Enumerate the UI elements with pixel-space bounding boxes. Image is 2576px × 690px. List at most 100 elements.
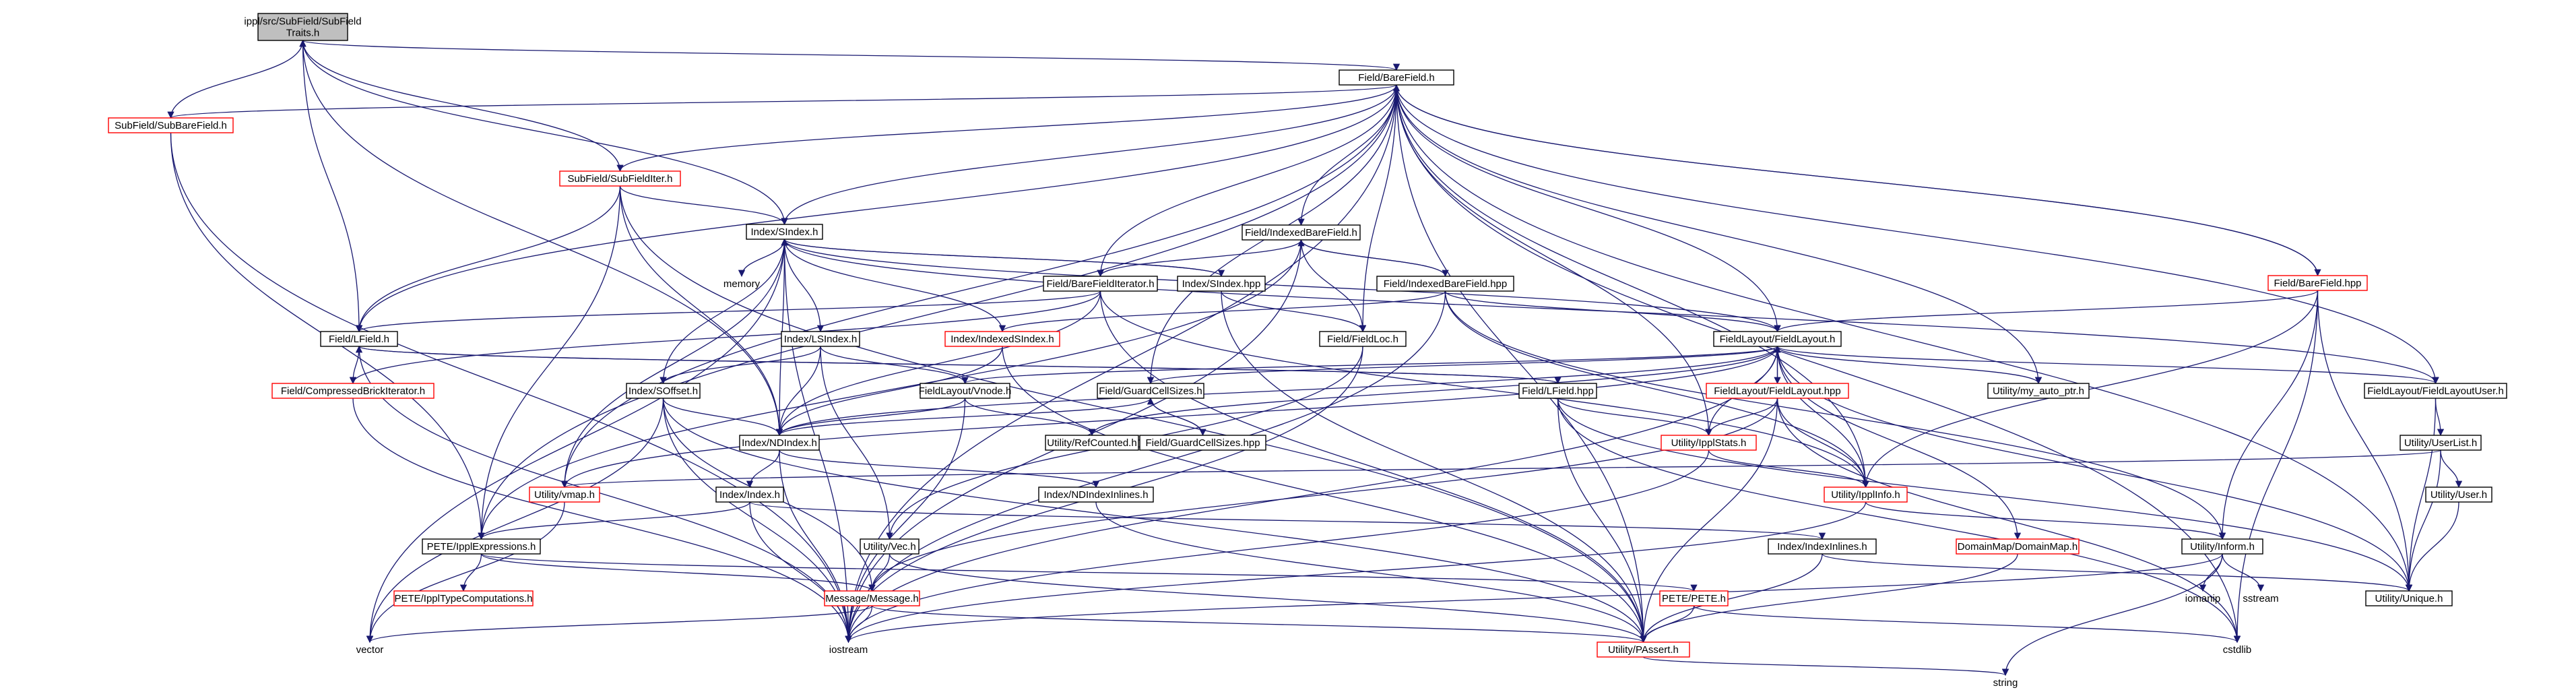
node-box [824, 590, 920, 606]
node-box [1713, 331, 1842, 347]
node-label: FieldLayout/FieldLayoutUser.h [2367, 385, 2504, 397]
edge-barefield_h-to-iostream [845, 84, 1397, 644]
node-box [739, 435, 820, 451]
edge-inform-to-iostream [845, 553, 2223, 644]
node-unique[interactable]: Utility/Unique.h [2365, 590, 2453, 606]
node-barefield-h[interactable]: Field/BareField.h [1339, 69, 1454, 86]
node-box [781, 331, 860, 347]
node-ippltypecomputations[interactable]: PETE/IpplTypeComputations.h [393, 590, 534, 606]
edge-pete-to-cstdlib [1693, 605, 2241, 644]
edge-lsindex-to-soffset [659, 346, 821, 385]
edge-ipplinfo-to-inform [1865, 501, 2226, 540]
node-indexinlines[interactable]: Index/IndexInlines.h [1768, 538, 1877, 555]
edge-fieldlayout_h-to-my_auto_ptr [1776, 346, 2042, 385]
edge-lfield_hpp-to-unique [1557, 398, 2413, 592]
edge-userlist-to-vmap [561, 449, 2441, 489]
node-box [1319, 331, 1407, 347]
node-sindex-h[interactable]: Index/SIndex.h [746, 224, 823, 240]
node-box [1824, 487, 1908, 503]
node-lsindex[interactable]: Index/LSIndex.h [781, 331, 860, 347]
node-label: Field/FieldLoc.h [1327, 334, 1398, 345]
node-fieldlayout-hpp[interactable]: FieldLayout/FieldLayout.hpp [1706, 383, 1849, 399]
edge-message-to-iostream [845, 605, 873, 644]
node-barefielditerator[interactable]: Field/BareFieldIterator.h [1043, 276, 1158, 292]
node-soffset[interactable]: Index/SOffset.h [626, 383, 701, 399]
node-box [1043, 276, 1158, 292]
node-box [1659, 590, 1729, 606]
node-indexedbarefield-h[interactable]: Field/IndexedBareField.h [1242, 224, 1361, 241]
node-barefieldhpp[interactable]: Field/BareField.hpp [2267, 275, 2368, 291]
node-fieldlayout-h[interactable]: FieldLayout/FieldLayout.h [1713, 331, 1842, 347]
node-fieldlayoutuser[interactable]: FieldLayout/FieldLayoutUser.h [2364, 383, 2507, 399]
edge-fieldlayout_h-to-fieldlayoutuser [1776, 346, 2439, 385]
node-fieldloc[interactable]: Field/FieldLoc.h [1319, 331, 1407, 347]
node-compressedbrick[interactable]: Field/CompressedBrickIterator.h [271, 383, 434, 399]
edge-barefield_h-to-subbarefield [168, 84, 1397, 119]
node-my-auto-ptr[interactable]: Utility/my_auto_ptr.h [1987, 383, 2090, 399]
node-vmap[interactable]: Utility/vmap.h [529, 487, 600, 503]
node-vec-h[interactable]: Utility/Vec.h [860, 538, 920, 555]
node-message[interactable]: Message/Message.h [824, 590, 920, 606]
node-pete[interactable]: PETE/PETE.h [1659, 590, 1729, 606]
node-index-h[interactable]: Index/Index.h [715, 487, 784, 503]
edge-barefield_h-to-unique [1396, 84, 2413, 592]
node-lfield-h[interactable]: Field/LField.h [320, 331, 398, 347]
node-vnode[interactable]: FieldLayout/Vnode.h [919, 383, 1012, 399]
node-inform[interactable]: Utility/Inform.h [2181, 538, 2263, 555]
edge-indexedbarefield_hpp-to-fieldlayout_h [1444, 290, 1781, 333]
edge-message-to-vector [366, 605, 873, 644]
edge-fieldlayout_h-to-guardcellsizes_h [1147, 346, 1778, 385]
edge-barefieldhpp-to-inform [2218, 290, 2319, 540]
edge-barefielditerator-to-passert [1099, 290, 1647, 644]
edge-subfielditer-to-ndindex_h [619, 185, 783, 437]
edge-root-to-lfield_h [302, 40, 363, 333]
edge-fieldlayoutuser-to-userlist [2435, 398, 2445, 437]
node-box [2267, 275, 2368, 291]
node-iostream[interactable]: iostream [829, 644, 868, 656]
node-indexedbarefield-hpp[interactable]: Field/IndexedBareField.hpp [1376, 276, 1514, 292]
node-user-h[interactable]: Utility/User.h [2425, 487, 2492, 503]
edge-subfielditer-to-lfield_h [355, 185, 621, 333]
edge-indexedbarefield_hpp-to-indexedsindex [999, 290, 1446, 333]
edge-soffset-to-iostream [662, 398, 852, 644]
edge-userlist-to-unique [2405, 449, 2441, 592]
node-sindex-hpp[interactable]: Index/SIndex.hpp [1177, 276, 1266, 292]
node-ipplexpressions[interactable]: PETE/IpplExpressions.h [422, 538, 541, 555]
node-domainmap[interactable]: DomainMap/DomainMap.h [1956, 538, 2080, 555]
node-cstdlib[interactable]: cstdlib [2223, 644, 2252, 656]
node-ipplstats[interactable]: Utility/IpplStats.h [1661, 435, 1757, 451]
edge-lfield_hpp-to-lfield_h [356, 345, 1559, 384]
node-sstream[interactable]: sstream [2243, 593, 2278, 604]
node-userlist[interactable]: Utility/UserList.h [2400, 435, 2482, 451]
node-box [1706, 383, 1849, 399]
node-subfielditer[interactable]: SubField/SubFieldIter.h [559, 170, 681, 187]
node-indexedsindex[interactable]: Index/IndexedSIndex.h [944, 331, 1060, 347]
node-passert[interactable]: Utility/PAssert.h [1597, 641, 1690, 658]
node-lfield-hpp[interactable]: Field/LField.hpp [1518, 383, 1597, 399]
edge-barefielditerator-to-lfield_h [356, 290, 1101, 333]
node-box [1339, 69, 1454, 86]
node-vector[interactable]: vector [356, 644, 384, 656]
node-guardcellsizes-hpp[interactable]: Field/GuardCellSizes.hpp [1139, 435, 1266, 451]
edge-ipplexpressions-to-message [480, 553, 876, 592]
edge-sindex_hpp-to-sindex_h [781, 238, 1222, 277]
node-label: Index/IndexedSIndex.h [951, 334, 1054, 345]
node-refcounted[interactable]: Utility/RefCounted.h [1045, 435, 1139, 451]
node-iomanip[interactable]: iomanip [2185, 593, 2221, 604]
node-guardcellsizes-h[interactable]: Field/GuardCellSizes.h [1097, 383, 1204, 399]
node-ipplinfo[interactable]: Utility/IpplInfo.h [1824, 487, 1908, 503]
node-ndindex-h[interactable]: Index/NDIndex.h [739, 435, 820, 451]
node-label: Utility/User.h [2430, 489, 2487, 501]
node-subbarefield[interactable]: SubField/SubBareField.h [108, 117, 234, 133]
edge-fieldlayout_h-to-ndindex_h [776, 346, 1778, 437]
node-box [393, 590, 534, 606]
edge-ipplinfo-to-iostream [845, 501, 1867, 644]
edge-barefield_h-to-my_auto_ptr [1396, 84, 2042, 385]
node-memory[interactable]: memory [723, 278, 761, 290]
node-string[interactable]: string [1993, 677, 2018, 689]
edge-soffset-to-ndindex_h [662, 398, 783, 437]
node-label: Utility/PAssert.h [1608, 644, 1679, 656]
edge-fieldlayout_hpp-to-ipplstats [1705, 398, 1778, 437]
node-label: Utility/my_auto_ptr.h [1993, 385, 2084, 397]
node-ndindexinlines[interactable]: Index/NDIndexInlines.h [1038, 487, 1154, 503]
